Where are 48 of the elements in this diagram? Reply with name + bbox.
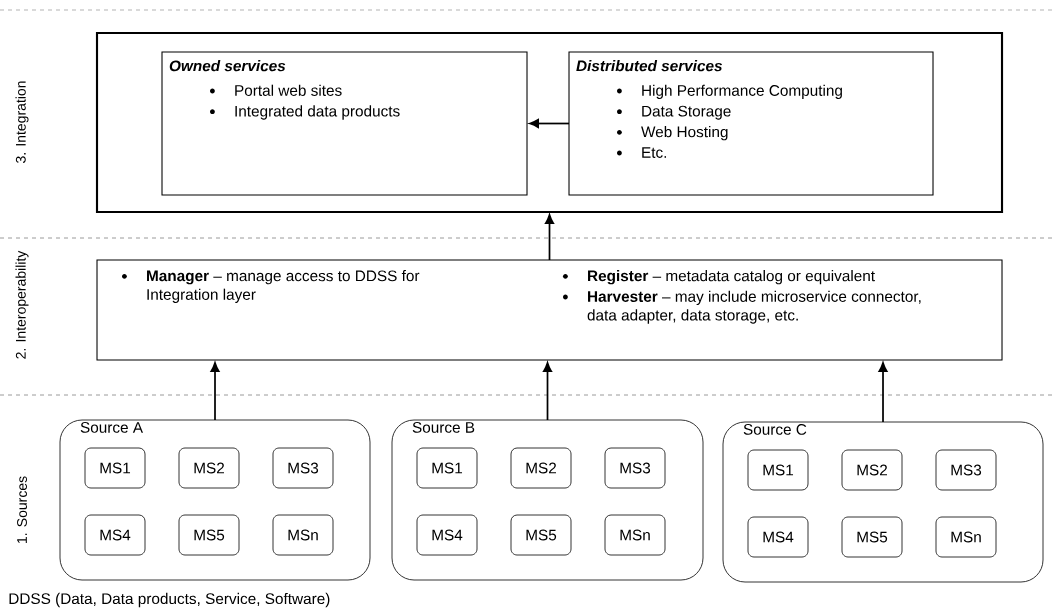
microservice-box: MS2 xyxy=(510,447,572,489)
arrow xyxy=(210,362,220,421)
integration-box xyxy=(95,31,1004,214)
microservice-box: MS2 xyxy=(841,449,903,491)
microservice-box: MS1 xyxy=(416,447,478,489)
microservice-box: MS4 xyxy=(84,514,146,556)
list-item: Manager – manage access to DDSS for Integration layer xyxy=(122,270,420,303)
layer-label: 3. Integration xyxy=(15,81,29,163)
list-item: Web Hosting xyxy=(617,126,728,141)
microservice-box: MS5 xyxy=(178,514,240,556)
box-heading: Distributed services xyxy=(576,60,723,72)
source-box xyxy=(391,419,704,581)
list-item: Portal web sites xyxy=(210,84,342,96)
microservice-box: MS5 xyxy=(510,514,572,556)
list-item: High Performance Computing xyxy=(617,84,842,99)
microservice-box: MSn xyxy=(604,514,666,556)
arrow xyxy=(878,362,888,423)
microservice-box: MS5 xyxy=(841,516,903,558)
microservice-box: MS1 xyxy=(84,447,146,489)
arrow xyxy=(542,362,553,421)
layer-label: 2. Interoperability xyxy=(15,250,29,359)
list-item: Harvester – may include microservice connector, data adapter, data storage, etc. xyxy=(563,290,921,324)
footnote-text: DDSS (Data, Data products, Service, Software) xyxy=(9,592,330,608)
layer-label: 1. Sources xyxy=(17,476,27,544)
microservice-box: MS4 xyxy=(747,516,809,558)
microservice-box: MS3 xyxy=(272,447,334,489)
microservice-box: MS4 xyxy=(416,514,478,556)
source-box xyxy=(59,419,371,581)
source-box xyxy=(722,421,1044,583)
layer-box xyxy=(96,259,1003,361)
microservice-box: MS3 xyxy=(604,447,666,489)
box-heading: Owned services xyxy=(169,60,286,72)
microservice-box: MS2 xyxy=(178,447,240,489)
list-item: Etc. xyxy=(617,147,667,158)
source-title: Source B xyxy=(412,422,475,433)
microservice-box: MSn xyxy=(272,514,334,556)
source-title: Source A xyxy=(80,422,143,433)
source-title: Source C xyxy=(743,424,807,435)
list-item: Data Storage xyxy=(617,105,731,120)
microservice-box: MS1 xyxy=(747,449,809,491)
arrow xyxy=(544,214,555,261)
list-item: Integrated data products xyxy=(210,105,400,120)
list-item: Register – metadata catalog or equivalent xyxy=(563,270,875,285)
microservice-box: MS3 xyxy=(935,449,997,491)
microservice-box: MSn xyxy=(935,516,997,558)
arrow xyxy=(529,118,570,129)
service-box xyxy=(568,51,934,196)
service-box xyxy=(161,51,528,196)
